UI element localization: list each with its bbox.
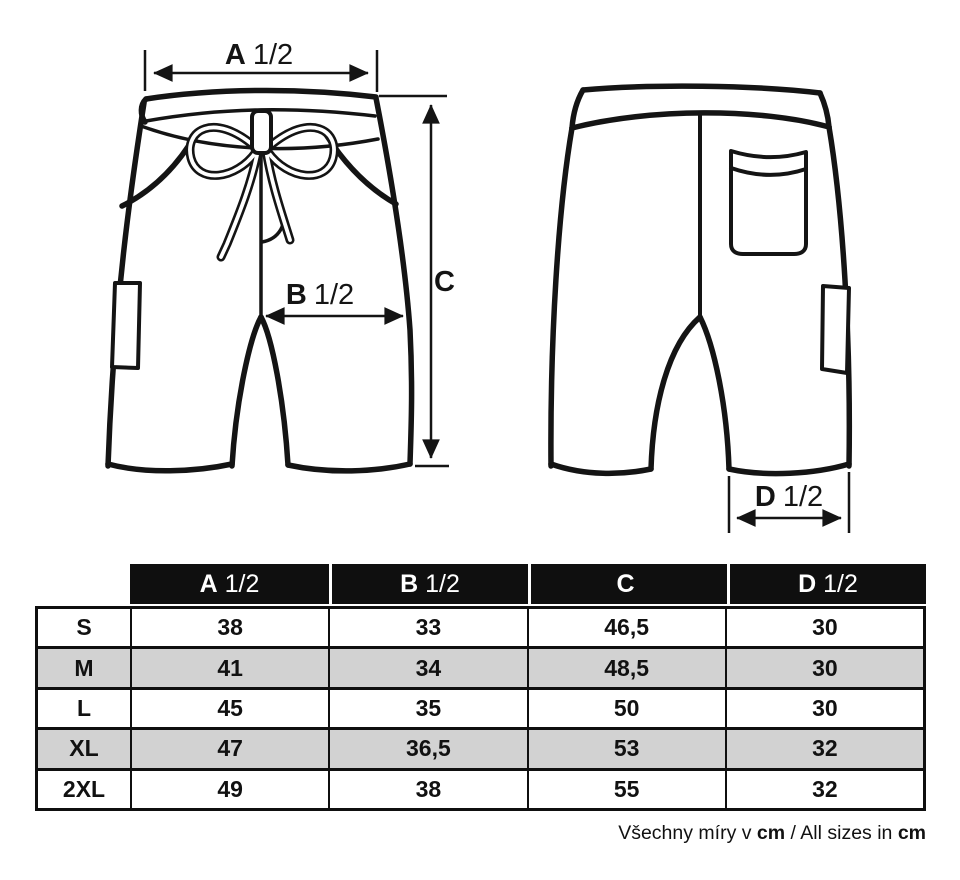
table-row-xl: XL 47 36,5 53 32 bbox=[38, 727, 923, 768]
size-label: L bbox=[76, 694, 92, 721]
size-label: XL bbox=[69, 735, 99, 762]
value-d: 30 bbox=[724, 609, 923, 647]
units-cz-unit: cm bbox=[756, 822, 786, 844]
value-a: 38 bbox=[130, 609, 328, 647]
drawstring-bow bbox=[185, 109, 339, 262]
back-waistband bbox=[569, 83, 832, 131]
value-a: 45 bbox=[130, 689, 328, 728]
units-note-en: / All sizes in bbox=[785, 822, 898, 844]
table-row-l: L 45 35 50 30 bbox=[38, 686, 923, 728]
value-a: 49 bbox=[130, 770, 328, 808]
shorts-back-view bbox=[548, 83, 853, 477]
back-body-outline bbox=[548, 124, 853, 477]
value-c: 55 bbox=[526, 770, 725, 808]
svg-text:A1/2: A1/2 bbox=[225, 39, 293, 71]
value-d: 32 bbox=[724, 730, 923, 768]
value-b: 38 bbox=[328, 770, 526, 808]
shorts-front-view bbox=[105, 87, 415, 474]
size-label: M bbox=[74, 654, 94, 681]
svg-text:D1/2: D1/2 bbox=[755, 481, 823, 513]
size-label: 2XL bbox=[62, 775, 106, 802]
col-header-c: C bbox=[528, 564, 727, 604]
units-note: Všechny míry v cm / All sizes in cm bbox=[618, 822, 926, 845]
value-d: 30 bbox=[724, 689, 923, 728]
value-d: 30 bbox=[724, 649, 923, 687]
value-a: 47 bbox=[130, 730, 328, 768]
dimension-c: C bbox=[379, 94, 455, 468]
svg-text:B1/2: B1/2 bbox=[286, 279, 354, 311]
value-a: 41 bbox=[130, 649, 328, 687]
size-label: S bbox=[76, 614, 92, 641]
front-body-outline bbox=[105, 95, 415, 474]
value-d: 32 bbox=[724, 770, 923, 808]
value-b: 36,5 bbox=[328, 730, 526, 768]
table-row-s: S 38 33 46,5 30 bbox=[38, 609, 923, 647]
table-row-m: M 41 34 48,5 30 bbox=[38, 646, 923, 687]
value-b: 33 bbox=[328, 609, 526, 647]
value-b: 34 bbox=[328, 649, 526, 687]
front-cargo-pocket bbox=[110, 281, 142, 370]
units-note-cz: Všechny míry v bbox=[618, 822, 757, 844]
table-corner-cell bbox=[35, 564, 130, 604]
back-pocket bbox=[729, 149, 808, 256]
back-cargo-pocket bbox=[820, 284, 851, 375]
units-en-unit: cm bbox=[897, 822, 926, 844]
value-c: 53 bbox=[526, 730, 725, 768]
drawstring-knot bbox=[250, 109, 273, 155]
value-c: 48,5 bbox=[526, 649, 725, 687]
svg-text:C: C bbox=[434, 266, 455, 298]
value-c: 50 bbox=[526, 689, 725, 728]
size-table-body: S 38 33 46,5 30 M 41 34 48,5 30 L 45 35 … bbox=[35, 606, 926, 811]
table-row-2xl: 2XL 49 38 55 32 bbox=[38, 767, 923, 808]
value-c: 46,5 bbox=[526, 609, 725, 647]
value-b: 35 bbox=[328, 689, 526, 728]
